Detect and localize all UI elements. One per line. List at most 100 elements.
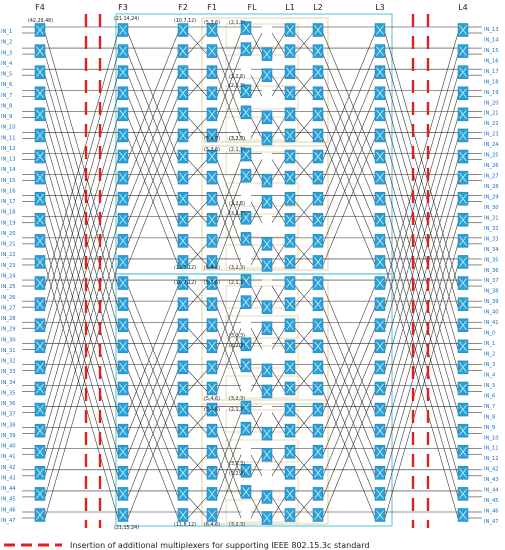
left-input-label: IN_46	[1, 507, 16, 513]
right-input-label: IN_34	[484, 247, 499, 253]
stage-wire	[294, 117, 314, 139]
stage-wire	[187, 496, 208, 519]
stage-wire	[384, 117, 459, 371]
mux-cell-l1	[284, 339, 296, 354]
legend: Insertion of additional multiplexers for…	[4, 541, 369, 550]
stage-wire	[127, 370, 179, 498]
mux-cell-f2	[177, 466, 189, 480]
mux-cell-fl	[261, 300, 273, 314]
mux-cell-l2	[312, 402, 324, 417]
mux-cell-l3	[374, 234, 386, 248]
mux-cell-fl	[261, 426, 273, 441]
right-input-label: IN_47	[484, 519, 499, 525]
fl-block-band	[225, 85, 299, 110]
mux-cell-l1	[284, 318, 296, 332]
stage-wire	[271, 201, 286, 223]
stage-wire	[322, 53, 376, 181]
column-header-f3: F3	[118, 3, 128, 12]
stage-wire	[187, 370, 208, 392]
annotation-fl-3a: (2,1,3)	[229, 280, 245, 286]
mux-cell-f2	[177, 213, 189, 227]
stage-wire	[271, 117, 286, 139]
left-input-label: IN_44	[1, 486, 16, 492]
stage-wire	[127, 96, 179, 223]
mux-cell-f3	[117, 149, 129, 164]
left-input-label: IN_17	[1, 199, 16, 205]
mux-cell-l3	[374, 508, 386, 522]
mux-cell-l1	[284, 191, 296, 206]
annotation-fl-4a: (2,1,3)	[229, 407, 245, 413]
mux-cell-l4	[457, 381, 469, 396]
mux-cell-f2	[177, 255, 189, 269]
column-header-l2: L2	[313, 3, 323, 12]
mux-cell-l1	[284, 44, 296, 58]
mux-cell-f4	[34, 44, 46, 58]
stage-wire	[216, 159, 242, 223]
left-input-label: IN_29	[1, 327, 16, 333]
mux-cell-f4	[34, 487, 46, 501]
mux-cell-f1	[206, 339, 218, 354]
stage-wire	[187, 32, 208, 55]
mux-cell-fl	[261, 321, 273, 335]
mux-cell-l1	[284, 107, 296, 122]
mux-cell-fl	[240, 147, 252, 162]
stage-wire	[271, 454, 286, 476]
stage-wire	[187, 328, 208, 350]
mux-cell-fl	[240, 274, 252, 288]
annotation-fl-1b: (3,2,3)	[229, 74, 245, 80]
right-input-label: IN_20	[484, 100, 499, 106]
right-input-label: IN_6	[484, 393, 495, 399]
right-input-label: IN_39	[484, 299, 499, 305]
mux-cell-l2	[312, 508, 324, 522]
left-input-label: IN_14	[1, 167, 16, 173]
stage-wire	[250, 285, 263, 308]
left-input-label: IN_35	[1, 390, 16, 396]
left-input-label: IN_43	[1, 475, 16, 481]
stage-wire	[127, 307, 179, 434]
stage-wire	[384, 180, 459, 434]
left-input-label: IN_45	[1, 497, 16, 503]
mux-cell-l1	[284, 297, 296, 311]
mux-cell-f3	[117, 213, 129, 227]
mux-cell-fl	[261, 384, 273, 399]
mux-cell-l3	[374, 487, 386, 501]
mux-cell-f2	[177, 149, 189, 164]
stage-wire	[250, 75, 263, 97]
stage-wire	[216, 53, 242, 118]
mux-cell-f2	[177, 297, 189, 311]
right-input-label: IN_9	[484, 425, 495, 431]
right-input-label: IN_3	[484, 362, 495, 368]
mux-cell-l4	[457, 297, 469, 311]
stage-wire	[322, 138, 376, 266]
stage-wire	[127, 53, 179, 181]
stage-wire	[187, 285, 208, 308]
stage-wire	[271, 370, 286, 392]
mux-cell-l1	[284, 381, 296, 396]
mux-cell-fl	[261, 258, 273, 272]
right-input-label: IN_8	[484, 414, 495, 420]
right-input-label: IN_22	[484, 121, 499, 127]
mux-cell-l3	[374, 149, 386, 164]
mux-cell-f2	[177, 381, 189, 396]
left-input-label: IN_39	[1, 433, 16, 439]
right-input-label: IN_26	[484, 163, 499, 169]
stage-wire	[294, 74, 314, 97]
mux-cell-l2	[312, 107, 324, 122]
mux-cell-l1	[284, 444, 296, 459]
mux-cell-f1	[206, 107, 218, 122]
stage-wire	[322, 328, 376, 455]
mux-cell-l1	[284, 170, 296, 185]
legend-text: Insertion of additional multiplexers for…	[70, 541, 369, 550]
stage-wire	[322, 285, 376, 413]
mux-cell-l3	[374, 360, 386, 375]
stage-wire	[322, 349, 376, 476]
mux-cell-f1	[206, 234, 218, 248]
stage-wire	[271, 75, 286, 97]
mux-cell-f1	[206, 149, 218, 164]
mux-cell-fl	[240, 464, 252, 478]
mux-cell-f2	[177, 444, 189, 459]
mux-cell-l4	[457, 107, 469, 122]
mux-cell-f3	[117, 128, 129, 143]
